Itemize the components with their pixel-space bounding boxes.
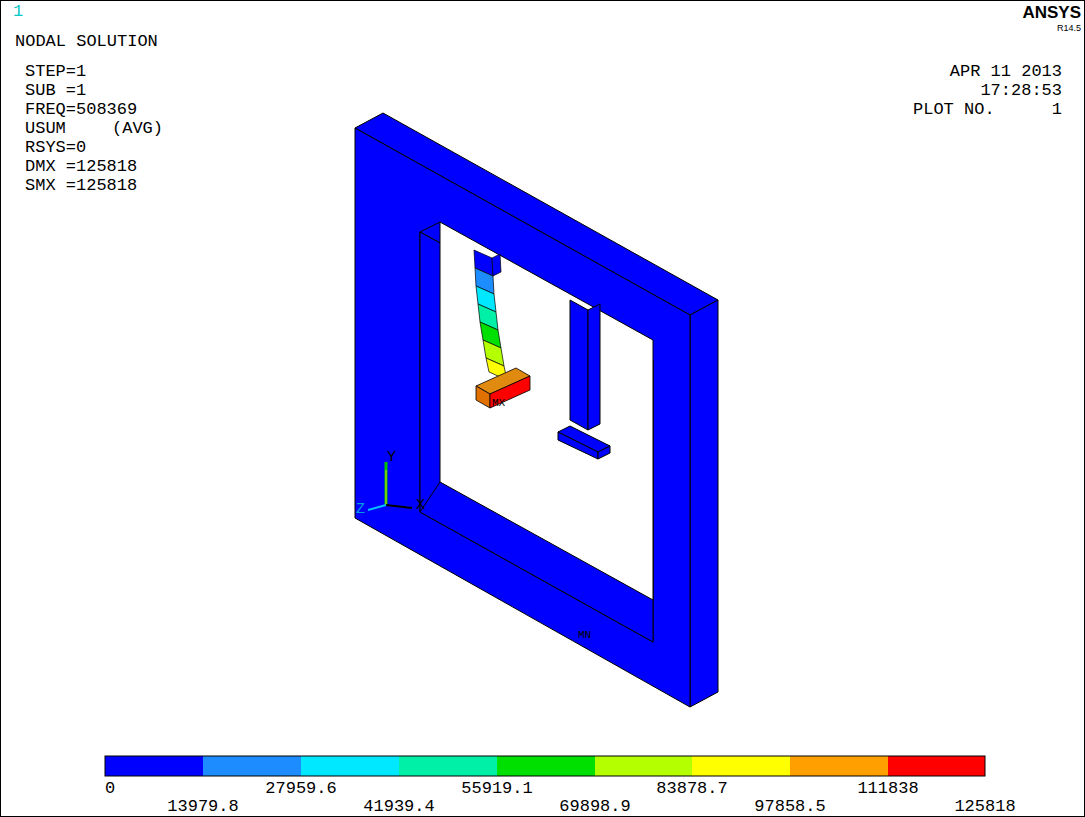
result-type: NODAL SOLUTION xyxy=(15,33,158,50)
scale-value: 83878.7 xyxy=(656,780,727,797)
plot-date: APR 11 2013 xyxy=(950,63,1062,80)
scale-value: 125818 xyxy=(954,798,1015,815)
scale-value: 97858.5 xyxy=(754,798,825,815)
window-number: 1 xyxy=(13,3,23,20)
axis-label: Z xyxy=(356,502,365,517)
min-marker: MN xyxy=(578,630,591,641)
scale-value: 69898.9 xyxy=(559,798,630,815)
plot-time: 17:28:53 xyxy=(980,82,1062,99)
coordinate-system: RSYS=0 xyxy=(25,139,86,156)
step-info: STEP=1 xyxy=(25,63,86,80)
axis-label: Y xyxy=(387,450,396,465)
scale-value: 27959.6 xyxy=(265,780,336,797)
scale-value: 13979.8 xyxy=(167,798,238,815)
max-result: SMX =125818 xyxy=(25,177,137,194)
scale-value: 111838 xyxy=(857,780,918,797)
frequency-info: FREQ=508369 xyxy=(25,101,137,118)
plot-number: 1 xyxy=(1052,101,1062,118)
max-displacement: DMX =125818 xyxy=(25,158,137,175)
scale-value: 41939.4 xyxy=(363,798,434,815)
averaging-info: (AVG) xyxy=(112,120,163,137)
result-item: USUM xyxy=(25,120,66,137)
plot-number-label: PLOT NO. xyxy=(913,101,995,118)
max-marker: MX xyxy=(492,398,505,409)
software-logo: ANSYS xyxy=(1022,4,1081,21)
substep-info: SUB =1 xyxy=(25,82,86,99)
axis-label: X xyxy=(416,498,425,513)
scale-value: 55919.1 xyxy=(461,780,532,797)
software-version: R14.5 xyxy=(1057,24,1081,33)
scale-value: 0 xyxy=(105,780,115,797)
